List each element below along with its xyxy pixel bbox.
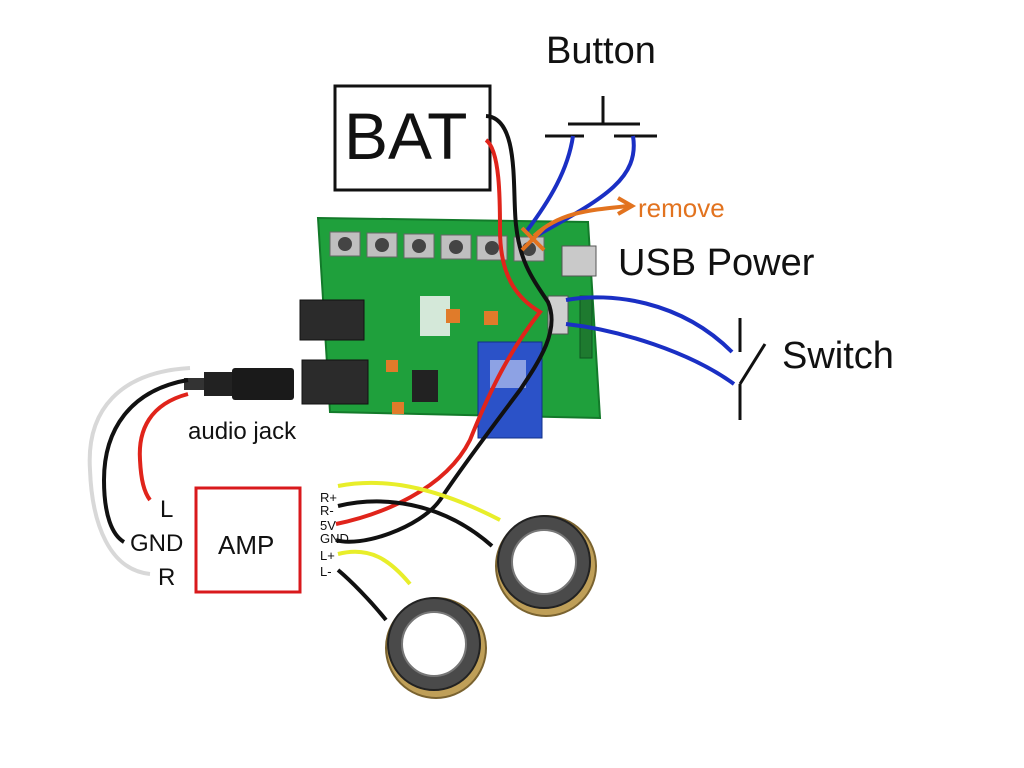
- switch-blue-wire-2: [565, 322, 736, 386]
- bluetooth-audio-board: [299, 216, 602, 439]
- button-blue-wire-2: [535, 135, 636, 238]
- button-label: Button: [546, 30, 656, 72]
- bat-label: BAT: [344, 99, 468, 173]
- audio-red-wire: [137, 392, 189, 502]
- amp-pin-l-minus: L-: [320, 564, 332, 579]
- speaker-l-plus-wire: [337, 549, 412, 586]
- board-button-4: [440, 234, 472, 260]
- amp-input-l-label: L: [160, 496, 174, 523]
- amp-pin-gnd: GND: [320, 531, 349, 546]
- amp-pin-l-plus: L+: [320, 548, 335, 563]
- switch-label: Switch: [782, 335, 894, 377]
- usb-power-label: USB Power: [618, 242, 815, 284]
- audio-plug: [184, 368, 294, 400]
- speaker-right: [495, 515, 597, 617]
- speaker-r-plus-wire: [337, 480, 501, 522]
- board-chip: [412, 370, 438, 402]
- board-jack-in: [299, 299, 365, 341]
- board-jack-out: [301, 359, 369, 405]
- speaker-r-minus-wire: [337, 499, 494, 548]
- amp-pin-r-minus: R-: [320, 503, 334, 518]
- audio-white-wire: [87, 366, 191, 576]
- amp-input-gnd-label: GND: [130, 530, 184, 557]
- board-button-1: [329, 231, 361, 257]
- battery-box: [333, 84, 492, 192]
- amp-pin-5v: 5V: [320, 518, 336, 533]
- speaker-l-minus-wire: [336, 568, 388, 622]
- switch-blue-wire-1: [565, 295, 734, 354]
- speaker-left: [385, 597, 487, 699]
- amp-box: [194, 486, 302, 594]
- remove-label: remove: [638, 193, 725, 223]
- battery-black-wire: [335, 114, 554, 544]
- board-button-3: [403, 233, 435, 259]
- amp-pin-r-plus: R+: [320, 490, 337, 505]
- amp-label: AMP: [218, 530, 275, 560]
- board-button-2: [366, 232, 398, 258]
- audio-jack-label: audio jack: [188, 418, 297, 445]
- amp-input-r-label: R: [158, 564, 176, 591]
- button-blue-wire-1: [524, 135, 575, 234]
- remove-marker: [520, 196, 637, 252]
- push-button-symbol: [545, 96, 657, 138]
- switch-symbol: [738, 318, 767, 420]
- audio-black-wire: [101, 378, 189, 544]
- usb-connector: [561, 245, 597, 277]
- board-logo: [420, 296, 450, 336]
